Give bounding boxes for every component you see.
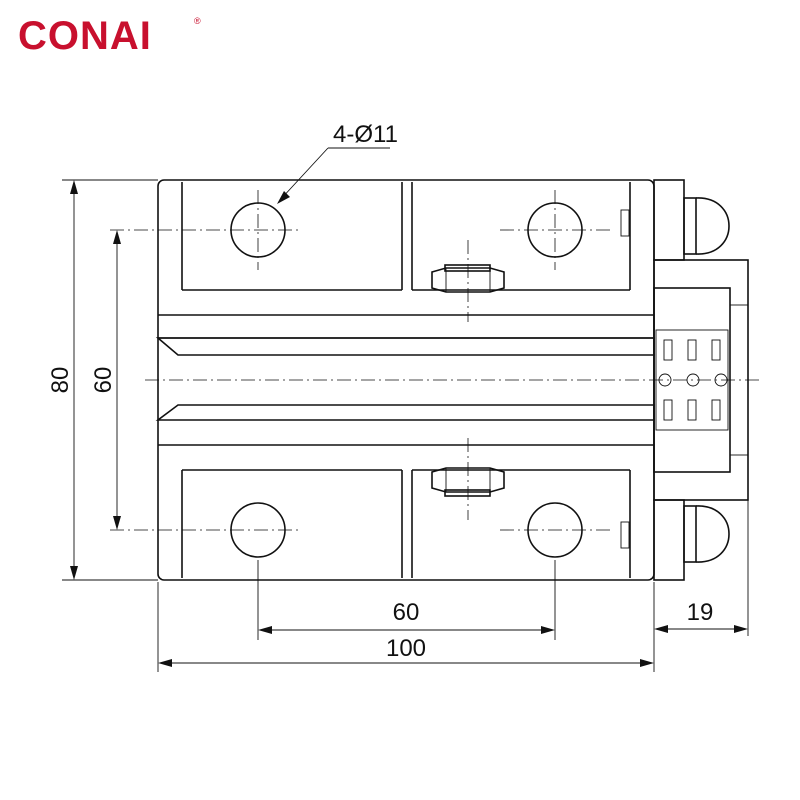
overall-width-label: 100 [386, 635, 426, 662]
overall-height-label: 80 [47, 367, 74, 394]
holes-label: 4-Ø11 [333, 121, 398, 148]
conai-logo: CONAI ® [18, 14, 201, 58]
horizontal-spacing-label: 60 [393, 599, 420, 626]
registered-mark: ® [194, 16, 201, 26]
side-extension-label: 19 [687, 599, 714, 626]
dimension-lines [62, 147, 749, 672]
center-lines [110, 190, 760, 531]
hex-nuts [431, 264, 505, 497]
vertical-spacing-label: 60 [90, 367, 117, 394]
dimension-labels: 4-Ø11 80 60 60 100 19 [47, 121, 713, 662]
main-body [155, 179, 655, 581]
brand-name: CONAI [18, 14, 152, 58]
